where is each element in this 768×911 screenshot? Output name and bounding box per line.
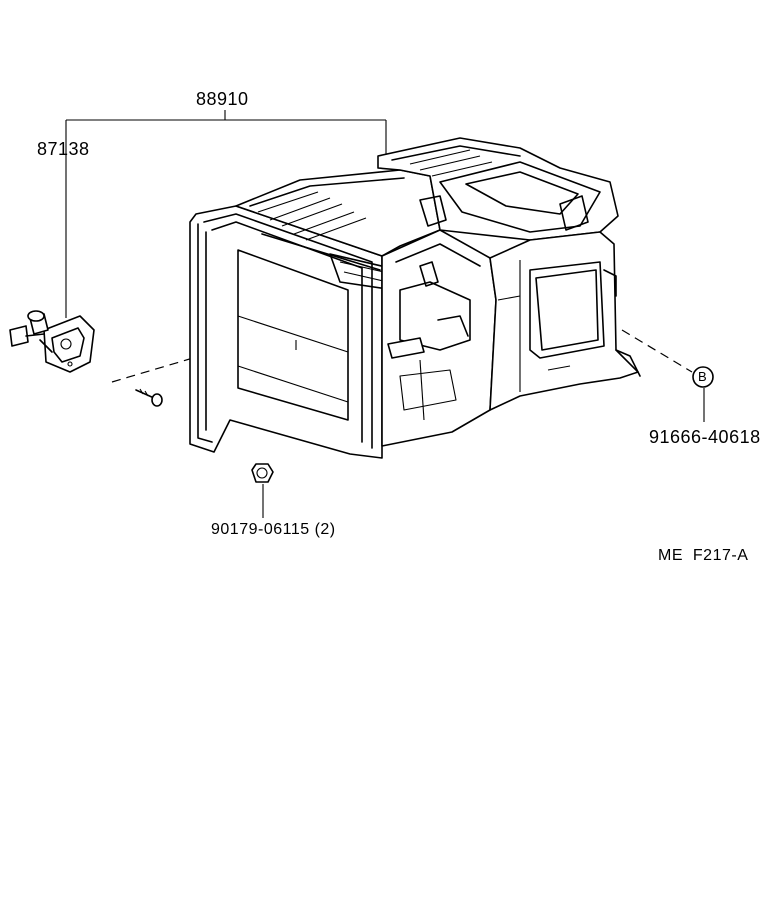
marker-b-letter: B [698,369,708,384]
nut-part [251,463,274,483]
resistor-part-number: 87138 [37,139,90,159]
diagram-ref-code: ME F217-A [658,547,749,564]
clip-dashed-leader [621,329,693,373]
heater-unit-body [189,137,641,459]
assembly-bracket-leader [65,110,387,318]
marker-b-circle [692,366,714,388]
assembly-part-number: 88910 [196,89,249,109]
nut-part-number: 90179-06115 (2) [211,521,336,538]
screw-part [135,388,163,407]
resistor-part [9,310,95,373]
clip-part-number: 91666-40618 [649,427,761,447]
